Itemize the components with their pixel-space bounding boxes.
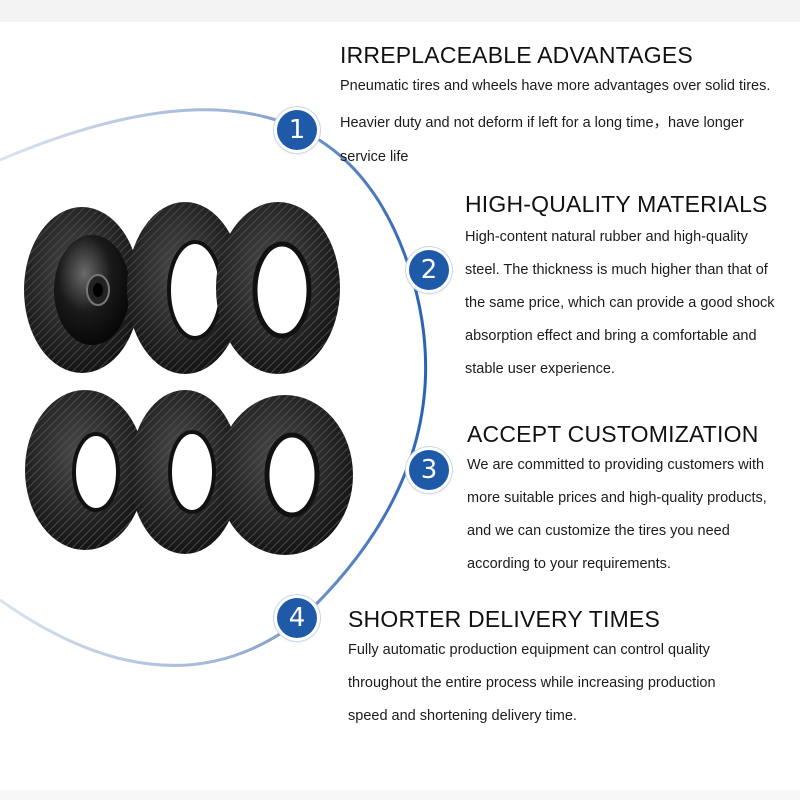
section-text-line: Pneumatic tires and wheels have more adv… (340, 78, 771, 94)
tire-top-right (216, 202, 340, 374)
section-high-quality-materials: HIGH-QUALITY MATERIALS High-content natu… (465, 191, 775, 377)
section-irreplaceable-advantages: IRREPLACEABLE ADVANTAGES Pneumatic tires… (340, 42, 770, 165)
step-4-badge: 4 (277, 598, 317, 638)
section-text-line: and we can customize the tires you need (467, 523, 730, 539)
section-accept-customization: ACCEPT CUSTOMIZATION We are committed to… (467, 421, 767, 572)
section-text-line: throughout the entire process while incr… (348, 675, 716, 691)
tire-top-left (24, 207, 140, 373)
section-heading: SHORTER DELIVERY TIMES (348, 606, 661, 632)
section-text-line: steel. The thickness is much higher than… (465, 262, 768, 278)
section-text-line: absorption effect and bring a comfortabl… (465, 328, 757, 344)
step-3-badge: 3 (409, 450, 449, 490)
step-2-badge: 2 (409, 250, 449, 290)
top-band (0, 0, 800, 22)
section-text-line: service life (340, 149, 409, 165)
section-heading: HIGH-QUALITY MATERIALS (465, 191, 768, 217)
tire-bottom-left (25, 390, 145, 550)
tire-bottom-middle (130, 390, 240, 554)
section-text-line: High-content natural rubber and high-qua… (465, 229, 748, 245)
section-text-line: more suitable prices and high-quality pr… (467, 490, 767, 506)
step-1-badge: 1 (277, 110, 317, 150)
section-shorter-delivery-times: SHORTER DELIVERY TIMES Fully automatic p… (348, 606, 716, 724)
section-text-line: the same price, which can provide a good… (465, 295, 775, 311)
section-text-line: We are committed to providing customers … (467, 457, 765, 473)
section-heading: IRREPLACEABLE ADVANTAGES (340, 42, 693, 68)
section-heading: ACCEPT CUSTOMIZATION (467, 421, 759, 447)
section-text-line: Heavier duty and not deform if left for … (340, 115, 744, 131)
tire-bottom-right (217, 395, 353, 555)
section-text-line: stable user experience. (465, 361, 615, 377)
tire-top-middle (127, 202, 243, 374)
section-text-line: Fully automatic production equipment can… (348, 642, 710, 658)
section-text-line: according to your requirements. (467, 556, 671, 572)
section-text-line: speed and shortening delivery time. (348, 708, 577, 724)
bottom-band (0, 790, 800, 800)
